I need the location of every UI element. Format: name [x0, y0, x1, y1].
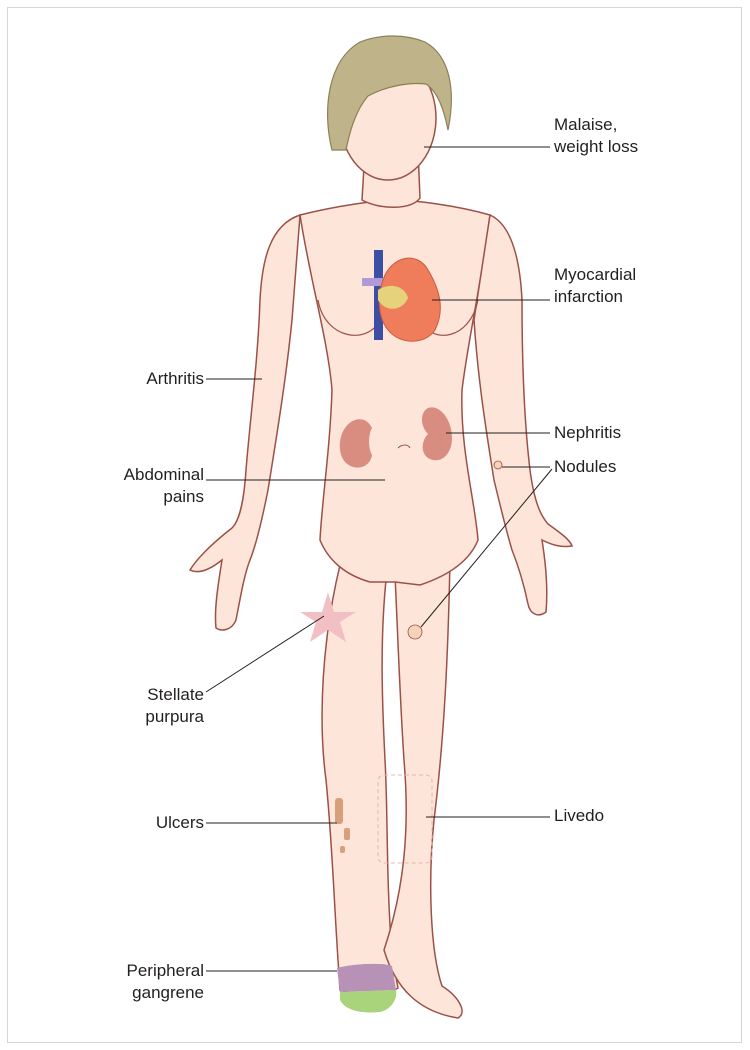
label-ulcers-line1: Ulcers — [156, 812, 204, 834]
label-nodules-line1: Nodules — [554, 456, 616, 478]
label-arthritis: Arthritis — [146, 368, 204, 390]
torso — [300, 200, 490, 585]
label-nephritis-line1: Nephritis — [554, 422, 621, 444]
label-stellate-line2: purpura — [145, 706, 204, 728]
label-abdominal-line1: Abdominal — [124, 464, 204, 486]
label-malaise-line2: weight loss — [554, 136, 638, 158]
label-ulcers: Ulcers — [156, 812, 204, 834]
gangrene-purple — [337, 964, 396, 992]
ulcer-2 — [344, 828, 350, 840]
label-mi-line1: Myocardial — [554, 264, 636, 286]
ulcer-1 — [335, 798, 343, 824]
label-malaise: Malaise, weight loss — [554, 114, 638, 158]
label-livedo: Livedo — [554, 805, 604, 827]
label-abdominal: Abdominal pains — [124, 464, 204, 508]
label-stellate-line1: Stellate — [145, 684, 204, 706]
label-malaise-line1: Malaise, — [554, 114, 638, 136]
right-leg — [384, 560, 462, 1018]
label-abdominal-line2: pains — [124, 486, 204, 508]
label-mi: Myocardial infarction — [554, 264, 636, 308]
label-arthritis-line1: Arthritis — [146, 368, 204, 390]
label-gangrene-line2: gangrene — [127, 982, 205, 1004]
ulcer-3 — [340, 846, 345, 853]
nodule-leg — [408, 625, 422, 639]
label-stellate: Stellate purpura — [145, 684, 204, 728]
label-gangrene-line1: Peripheral — [127, 960, 205, 982]
label-livedo-line1: Livedo — [554, 805, 604, 827]
label-mi-line2: infarction — [554, 286, 636, 308]
label-nodules: Nodules — [554, 456, 616, 478]
left-arm — [190, 215, 300, 630]
label-nephritis: Nephritis — [554, 422, 621, 444]
nodule-arm — [494, 461, 502, 469]
label-gangrene: Peripheral gangrene — [127, 960, 205, 1004]
gangrene-green — [340, 990, 396, 1013]
